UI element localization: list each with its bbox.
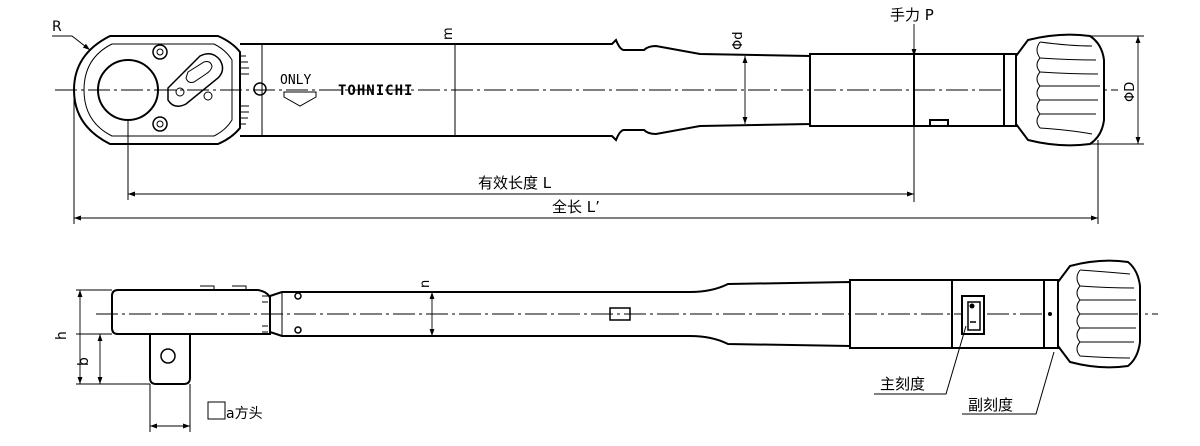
head-small-hole [203, 91, 213, 101]
b-label: b [76, 357, 92, 366]
sub-scale-label: 副刻度 [968, 396, 1013, 414]
side-knob-flutes [1079, 269, 1138, 359]
phi-d-label: Φd [731, 32, 746, 50]
overall-length-label: 全长 L’ [552, 198, 600, 216]
reverse-lever-pin [175, 87, 185, 97]
main-scale-leader [874, 325, 967, 395]
sub-scale-leader [962, 351, 1055, 415]
effective-length-label: 有效长度 L [478, 174, 552, 192]
hand-force-label: 手力 P [890, 6, 934, 24]
square-drive [149, 334, 191, 385]
scale-window-dot [969, 303, 975, 309]
phi-D-label: ΦD [1123, 82, 1138, 102]
head-screw-top-inner [156, 48, 164, 56]
n-label: n [418, 280, 433, 288]
radius-label: R [52, 19, 62, 35]
only-label: ONLY [280, 73, 311, 88]
head-screw-bottom [152, 116, 168, 132]
square-drive-label: a方头 [226, 406, 263, 422]
radius-leader [52, 35, 91, 51]
ratchet-head-inner-outline [83, 43, 233, 137]
side-view: n h b a方头 主刻度 副刻度 [54, 259, 1158, 432]
grip-window [929, 119, 949, 126]
adjust-knob [1015, 33, 1105, 147]
reverse-lever [167, 53, 224, 107]
side-pin-bottom [294, 326, 302, 334]
side-head-top-detail [140, 285, 247, 291]
side-collar-dot [1048, 312, 1052, 316]
brand-label: TOHNICHI [338, 83, 413, 99]
head-screw-top [152, 44, 168, 60]
h-label: h [54, 331, 70, 340]
scale-window-mark [967, 301, 981, 331]
side-pin-top [294, 292, 302, 300]
body-lock-hole [253, 82, 267, 96]
side-head-ribs [262, 295, 268, 333]
ratchet-head [72, 35, 241, 145]
side-window [609, 307, 631, 321]
side-head [111, 289, 271, 335]
knob-flutes [1039, 41, 1100, 135]
main-scale-label: 主刻度 [880, 375, 925, 393]
knob-flute-ends [1036, 41, 1041, 129]
side-knob-flute-ends [1076, 269, 1081, 357]
reverse-lever-slot [185, 61, 213, 83]
head-screw-bottom-inner [156, 120, 164, 128]
top-view: R 手力 P m Φd ΦD ONLY TOHNICHI 有效长度 L 全长 L… [52, 6, 1144, 224]
square-drive-ball [160, 348, 176, 364]
grip-end-collar [1003, 53, 1017, 127]
square-symbol [207, 401, 226, 420]
head-neck-ribs [240, 55, 249, 125]
m-label: m [441, 27, 456, 40]
only-arrow [283, 91, 317, 107]
